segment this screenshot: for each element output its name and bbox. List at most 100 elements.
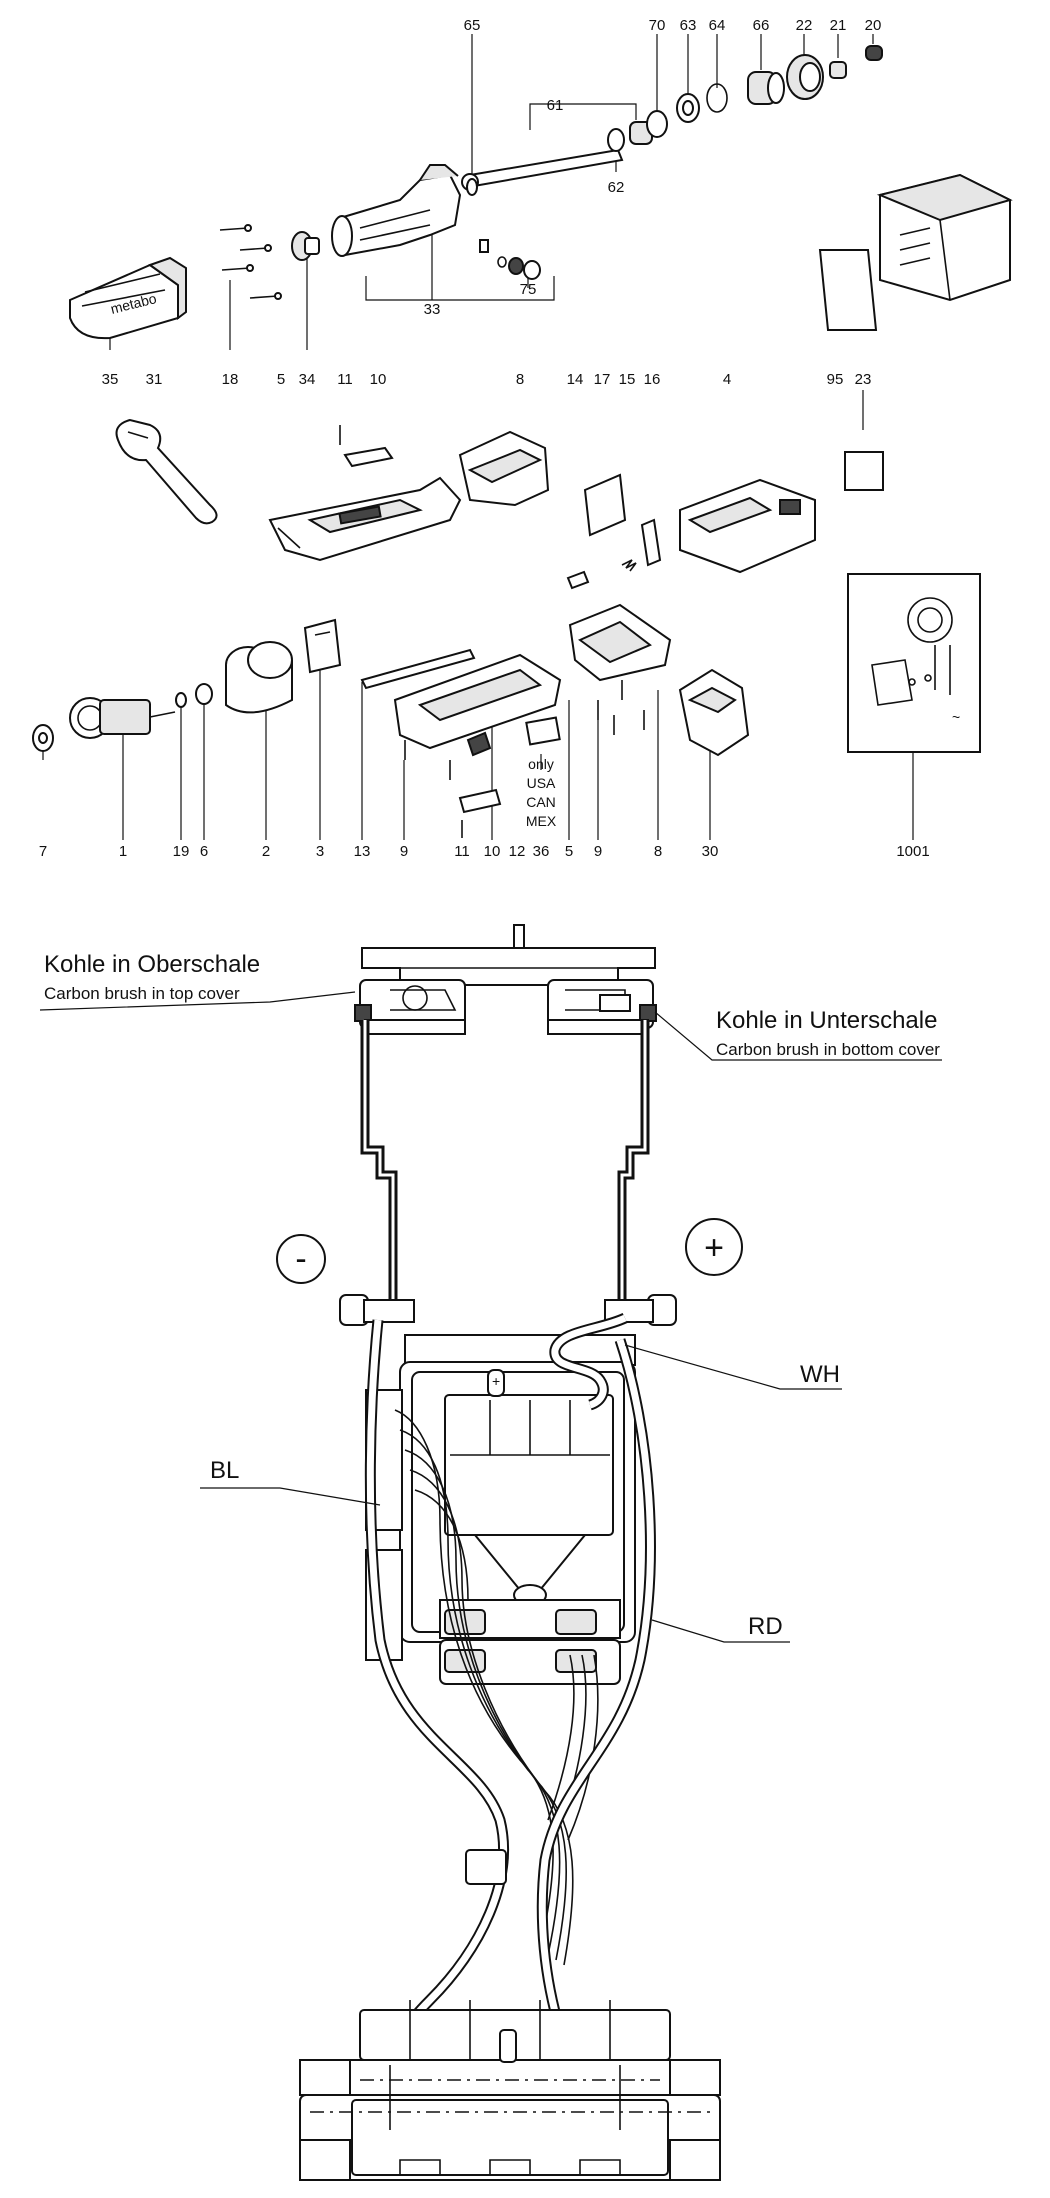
inset-1001-box: ~	[847, 573, 981, 753]
label-17: 17	[594, 371, 611, 388]
label-9-left: 9	[400, 843, 408, 860]
part-17-holder	[583, 473, 627, 537]
part-14-brush	[566, 570, 590, 590]
bottom-brush-label-en: Carbon brush in bottom cover	[716, 1040, 940, 1059]
part-21-collet	[829, 61, 847, 79]
part-95-plate	[818, 249, 878, 331]
switch-module: +	[365, 1334, 636, 1685]
wire-label-white: WH	[800, 1361, 840, 1388]
label-75: 75	[520, 281, 537, 298]
part-36-label	[525, 716, 561, 746]
exploded-view: metabo	[32, 17, 1013, 860]
part-5-top-shell	[268, 476, 462, 562]
label-95: 95	[827, 371, 844, 388]
wire-label-red: RD	[748, 1613, 783, 1640]
part-20-cap	[865, 45, 883, 61]
label-15: 15	[619, 371, 636, 388]
part-9-screws	[404, 680, 645, 838]
part-10-pad	[343, 446, 394, 468]
wiring-leaders	[39, 991, 942, 1643]
region-note-4: MEX	[526, 813, 557, 829]
label-65: 65	[464, 17, 481, 34]
label-9-right: 9	[594, 843, 602, 860]
label-19: 19	[173, 843, 190, 860]
part-31-wrench	[115, 418, 218, 525]
label-70: 70	[649, 17, 666, 34]
label-1: 1	[119, 843, 127, 860]
part-12-slider	[466, 731, 492, 757]
region-note-2: USA	[527, 775, 556, 791]
brush-holder-right	[547, 979, 657, 1035]
label-5-top: 5	[277, 371, 285, 388]
top-brush-label-en: Carbon brush in top cover	[44, 984, 240, 1003]
part-2-magnet-sleeve	[225, 641, 293, 714]
label-14: 14	[567, 371, 584, 388]
terminal-left	[339, 1294, 415, 1326]
label-8-top: 8	[516, 371, 524, 388]
part-3-brush-plate	[303, 618, 342, 674]
battery-contact-block	[299, 2000, 721, 2181]
mid-connector	[465, 1849, 507, 1885]
plus-symbol: +	[685, 1218, 743, 1276]
label-62: 62	[608, 179, 625, 196]
label-11-top: 11	[337, 371, 353, 388]
label-23: 23	[855, 371, 872, 388]
label-6: 6	[200, 843, 208, 860]
part-8-lower-cap	[568, 603, 672, 682]
part-number-labels: 65 70 63 64 66 22 21 20 61 62 75 33 35 3…	[39, 17, 930, 860]
svg-text:~: ~	[952, 709, 960, 725]
label-66: 66	[753, 17, 770, 34]
label-3: 3	[316, 843, 324, 860]
part-15-spring	[621, 559, 637, 572]
part-35-nose-cap: metabo	[69, 256, 187, 340]
wire-label-blue: BL	[210, 1457, 239, 1484]
part-6-bearing	[195, 683, 213, 705]
part-22-collet-nut	[786, 54, 824, 100]
label-2: 2	[262, 843, 270, 860]
part-23-label	[844, 451, 884, 491]
part-61-spindle	[461, 148, 624, 191]
part-1-armature	[69, 697, 176, 739]
label-1001: 1001	[896, 843, 929, 860]
label-10-top: 10	[370, 371, 387, 388]
brush-holder-left	[354, 979, 466, 1035]
top-brush-label-de: Kohle in Oberschale	[44, 951, 260, 978]
motor-end-cap	[361, 924, 656, 986]
region-note-3: CAN	[526, 794, 556, 810]
label-7: 7	[39, 843, 47, 860]
part-19-washer	[175, 692, 187, 708]
label-30: 30	[702, 843, 719, 860]
part-30-cover	[678, 668, 750, 757]
part-65-ring	[466, 178, 478, 196]
bottom-brush-label-de: Kohle in Unterschale	[716, 1007, 937, 1034]
label-22: 22	[796, 17, 813, 34]
label-13: 13	[354, 843, 371, 860]
label-10-bottom: 10	[484, 843, 501, 860]
label-5-bottom: 5	[565, 843, 573, 860]
label-33: 33	[424, 301, 441, 318]
part-70-ring	[646, 110, 668, 138]
battery-pack	[876, 173, 1013, 302]
wire-white	[549, 1312, 628, 1411]
label-21: 21	[830, 17, 847, 34]
part-18-screws	[219, 224, 282, 300]
part-8-end-cap	[458, 430, 550, 507]
wire-blue	[364, 1319, 509, 2062]
part-62-washer	[607, 128, 625, 152]
label-4: 4	[723, 371, 731, 388]
part-33-housing	[331, 164, 462, 257]
part-66-nut	[747, 71, 785, 105]
label-18: 18	[222, 371, 239, 388]
part-16-contact	[640, 518, 662, 567]
part-34-bearing	[291, 231, 320, 261]
part-7-washer	[32, 724, 54, 752]
label-64: 64	[709, 17, 726, 34]
label-35: 35	[102, 371, 119, 388]
label-12: 12	[509, 843, 526, 860]
label-16: 16	[644, 371, 661, 388]
part-64-circlip	[706, 83, 728, 113]
part-75-parts	[479, 239, 541, 280]
label-34: 34	[299, 371, 316, 388]
label-61: 61	[547, 97, 564, 114]
